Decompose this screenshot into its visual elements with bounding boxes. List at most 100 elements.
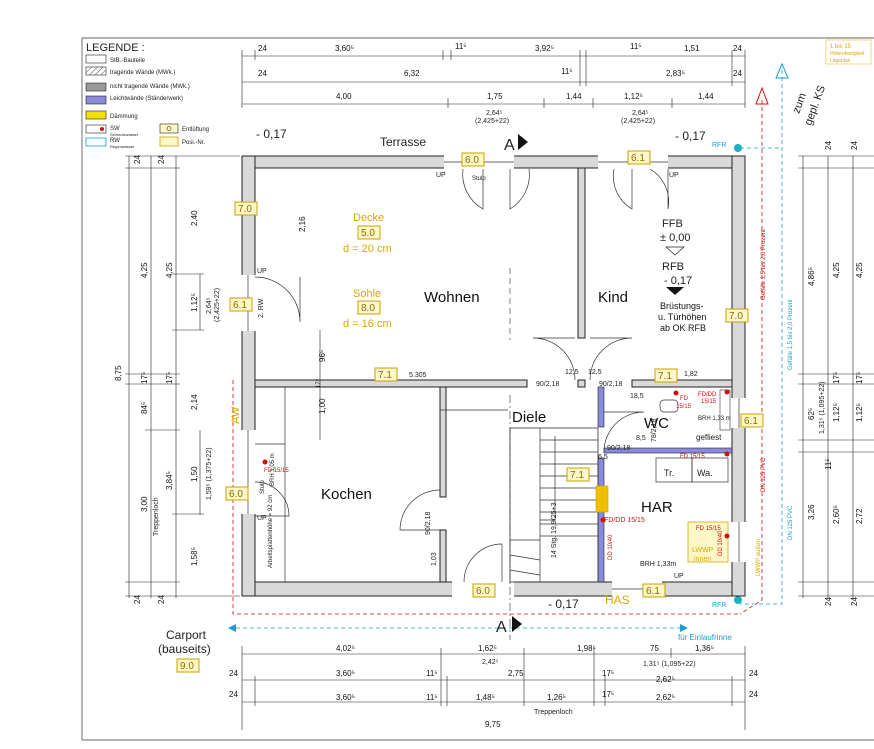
dim-text: 2,60⁵ bbox=[832, 505, 841, 524]
door-swing bbox=[649, 168, 669, 210]
door-swing bbox=[463, 543, 503, 583]
dims-top: 24 3,60⁵ 11⁵ 3,92⁵ 11⁵ 1,51 24 24 6,32 1… bbox=[241, 42, 746, 125]
opening bbox=[241, 430, 256, 514]
dim-text: 90/2,18 bbox=[425, 512, 432, 535]
dim-text: 3,26 bbox=[807, 504, 816, 520]
gefaelle-label: Gefälle 1,5 bis 2,0 Prozent bbox=[788, 299, 794, 370]
dim-text: (2,425+22) bbox=[621, 118, 655, 125]
rw-arrow-left-icon bbox=[228, 624, 236, 632]
svg-text:6.0: 6.0 bbox=[465, 155, 479, 166]
legend-swatch-posi bbox=[159, 136, 179, 147]
dims-right: 4,86⁵ 62⁵ 3,26 1,31⁵ (1,095+22) 24 4,25 … bbox=[798, 141, 874, 606]
dim-text: 2,64⁵ bbox=[486, 110, 503, 117]
ffb-label: FFB bbox=[662, 218, 683, 230]
brh-label: BRH 1,05 m bbox=[270, 453, 276, 486]
legend-title: LEGENDE : bbox=[86, 42, 145, 54]
dim-text: 3,00 bbox=[140, 496, 149, 512]
dim-text: 2,16 bbox=[298, 216, 307, 232]
tag-decke: 5.0 bbox=[357, 225, 381, 240]
dim-text: 1,12⁵ bbox=[190, 293, 199, 312]
legend-swatch-entlueftung bbox=[159, 123, 179, 134]
section-arrow-icon bbox=[518, 134, 528, 150]
tag-7-0-right: 7.0 bbox=[725, 308, 749, 323]
brh-label: BRH 1,33 m bbox=[698, 416, 731, 422]
corner-note-range: 1 bis 15 bbox=[830, 44, 852, 50]
fd-label: FD bbox=[680, 396, 689, 402]
dim-text: 8,5 bbox=[636, 435, 646, 442]
dim-text: 17⁵ bbox=[315, 378, 322, 388]
svg-text:7.0: 7.0 bbox=[238, 204, 252, 215]
dim-text: 1,51 bbox=[684, 44, 700, 53]
carport-label: Carport bbox=[166, 628, 207, 642]
dim-text: 24 bbox=[733, 69, 742, 78]
stair-label: 14 Stg. 19,9/25+3 bbox=[551, 502, 558, 558]
dim-text: 24 bbox=[824, 597, 833, 606]
dim-text: 24 bbox=[258, 44, 267, 53]
legend-label-posi: Posi.-Nr. bbox=[182, 140, 205, 146]
section-marker-bottom: A bbox=[496, 616, 522, 636]
drain-point-icon bbox=[673, 390, 679, 396]
dim-text: 24 bbox=[229, 669, 238, 678]
up-label: UP bbox=[674, 573, 684, 580]
fd-label: FD 15/15 bbox=[696, 526, 721, 532]
dim-text: 62⁵ bbox=[807, 408, 816, 420]
decke-thickness: d = 20 cm bbox=[343, 243, 392, 255]
dim-text: 11⁵ bbox=[561, 67, 573, 76]
drain-point-icon bbox=[262, 459, 268, 465]
doors bbox=[254, 168, 669, 583]
up-label: UP bbox=[257, 515, 267, 522]
arbeit-label: Arbeitsplattenhöhe = 92 cm bbox=[268, 495, 274, 568]
rfb-label: RFB bbox=[662, 261, 684, 273]
rfr-label: RFR bbox=[712, 602, 726, 609]
dim-text: 4,25 bbox=[855, 262, 864, 278]
section-letter: A bbox=[496, 619, 507, 636]
rfr-label: RFR bbox=[712, 142, 726, 149]
legend-label-stb: StB.-Bauteile bbox=[110, 58, 146, 64]
toilet-icon bbox=[659, 399, 679, 413]
corner-note-line2: Lageplan bbox=[830, 58, 851, 64]
legend-label-tragend: tragende Wände (MWk.) bbox=[110, 70, 175, 76]
dim-text: (2,425+22) bbox=[475, 118, 509, 125]
legend-label-daemmung: Dämmung bbox=[110, 114, 138, 120]
dim-text: 1,31⁵ (1,095+22) bbox=[643, 661, 696, 668]
dim-text: 1,44 bbox=[566, 92, 582, 101]
dim-text: 1,00 bbox=[318, 398, 327, 414]
dim-text: 4,86⁵ bbox=[807, 267, 816, 286]
note-line: ab OK RFB bbox=[660, 323, 706, 333]
sohle-thickness: d = 16 cm bbox=[343, 318, 392, 330]
dn-label: DN 125 PVC bbox=[761, 457, 767, 492]
dim-text: 1,48⁵ bbox=[476, 693, 495, 702]
rain-outlet-icon bbox=[734, 144, 742, 152]
rfb-marker-icon bbox=[666, 287, 684, 295]
corner-note-line1: Hohenfestigkeit bbox=[830, 51, 865, 57]
stair-walk-line bbox=[540, 436, 556, 521]
drain-point-icon bbox=[600, 517, 606, 523]
section-marker-top: A bbox=[504, 134, 528, 154]
stulp-label: Stulp bbox=[260, 480, 266, 494]
sw-marker-icon bbox=[100, 127, 104, 131]
tag-6-1-bottom: 6.1 bbox=[642, 583, 666, 598]
zum-label: gepl. KS bbox=[803, 84, 829, 127]
dim-text: 1,98⁵ bbox=[577, 644, 596, 653]
dim-text: 1,44 bbox=[698, 92, 714, 101]
dim-text: 24 bbox=[850, 141, 859, 150]
fd-label: FD/DD 15/15 bbox=[604, 517, 645, 524]
dim-text: 3,60⁵ bbox=[336, 669, 355, 678]
lwwp-aussen-label: LWWP außen bbox=[756, 539, 762, 576]
fd-label: FD/DD bbox=[698, 392, 717, 398]
rw-main-line bbox=[740, 70, 783, 605]
dim-text: 24 bbox=[824, 141, 833, 150]
drain-point-icon bbox=[724, 389, 730, 395]
tags: 6.0 6.1 7.0 6.1 7.0 7.1 7.1 6.1 6.0 7.1 … bbox=[176, 150, 764, 673]
door-swing bbox=[589, 337, 633, 381]
dim-text: 11⁵ bbox=[455, 42, 467, 51]
dims-left: 8,75 24 4,25 17⁵ 84⁵ 3,00 24 24 4,25 17⁵… bbox=[114, 155, 240, 604]
dim-text: 2,64⁵ bbox=[632, 110, 649, 117]
sw-main-line bbox=[739, 100, 763, 615]
level-terrace-left: - 0,17 bbox=[256, 127, 287, 141]
decke-label: Decke bbox=[353, 212, 384, 224]
drain-point-icon bbox=[724, 533, 730, 539]
rain-outlet-icon bbox=[734, 596, 742, 604]
dim-text: 1,62⁵ bbox=[478, 644, 497, 653]
